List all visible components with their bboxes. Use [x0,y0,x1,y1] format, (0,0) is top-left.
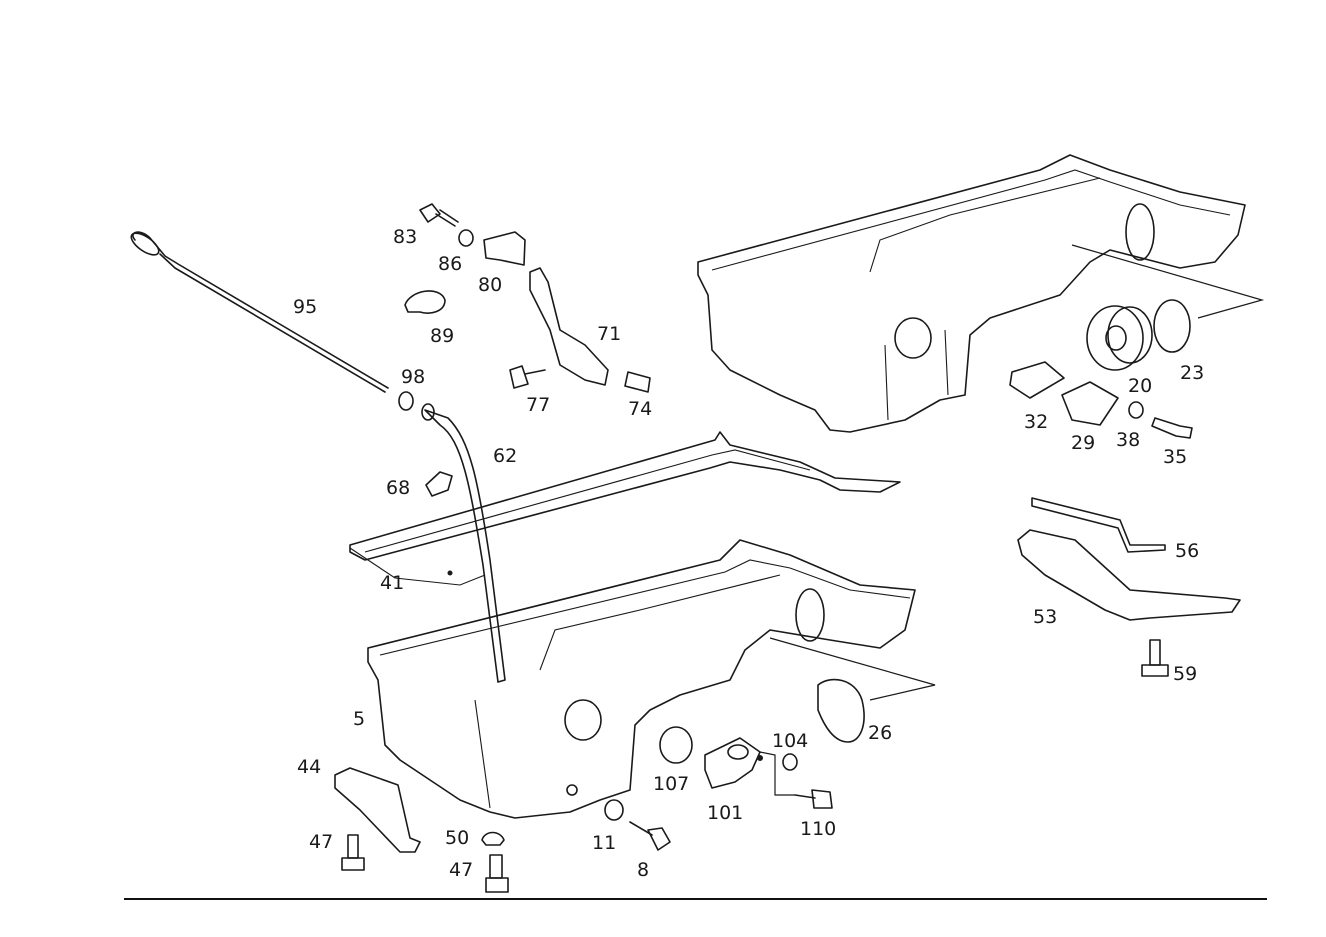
label-47b: 47 [449,859,473,881]
seal-107 [659,726,693,764]
label-101: 101 [707,802,743,824]
label-23: 23 [1180,362,1204,384]
o-ring-23 [1153,299,1191,353]
label-59: 59 [1173,663,1197,685]
label-62: 62 [493,445,517,467]
clip-68 [425,471,453,497]
leader-26 [769,637,936,701]
label-71: 71 [597,323,621,345]
label-38: 38 [1116,429,1140,451]
label-47a: 47 [309,831,333,853]
label-35: 35 [1163,446,1187,468]
label-83: 83 [393,226,417,248]
mark-dot [757,755,763,761]
label-29: 29 [1071,432,1095,454]
bracket-80 [483,231,526,266]
label-26: 26 [868,722,892,744]
label-80: 80 [478,274,502,296]
seal-ring-98 [398,391,414,411]
label-5: 5 [353,708,365,730]
label-53: 53 [1033,606,1057,628]
cover-26 [817,678,865,743]
label-32: 32 [1024,411,1048,433]
label-110: 110 [800,818,836,840]
label-11: 11 [592,832,616,854]
bracket-44 [334,767,421,853]
leader-20-group [1071,244,1265,319]
washer-38 [1128,401,1144,419]
bolt-77 [509,365,546,389]
upper-oil-pan [697,154,1246,433]
label-95: 95 [293,296,317,318]
label-107: 107 [653,773,689,795]
bolt-35 [1151,417,1193,439]
washer-86 [458,229,474,247]
clamp-89 [404,290,446,314]
screw-83 [419,203,459,227]
leader-110 [759,751,795,796]
label-56: 56 [1175,540,1199,562]
filter-housing-20 [1086,305,1153,371]
label-41: 41 [380,572,404,594]
drain-plug-8 [629,821,671,851]
label-50: 50 [445,827,469,849]
label-20: 20 [1128,375,1152,397]
crossmember-53 [1017,529,1241,621]
gasket-41 [349,431,901,586]
housing-101 [704,737,761,789]
guide-tube-62 [421,403,506,683]
gasket-32 [1009,361,1065,399]
label-74: 74 [628,398,652,420]
label-104: 104 [772,730,808,752]
washer-11 [604,799,624,821]
label-77: 77 [526,394,550,416]
bolt-47b [485,854,509,893]
bolt-47a [341,834,365,871]
label-68: 68 [386,477,410,499]
bracket-71 [529,267,609,386]
label-8: 8 [637,859,649,881]
cover-29 [1061,381,1119,426]
clip-50 [481,831,505,846]
dipstick-95 [130,231,389,393]
label-44: 44 [297,756,321,778]
bolt-59 [1141,639,1169,677]
label-98: 98 [401,366,425,388]
oil-pan-5 [367,539,916,819]
label-89: 89 [430,325,454,347]
ring-104 [782,753,798,771]
bracket-56 [1031,497,1166,553]
clip-74 [624,371,651,393]
mark-dot [447,570,453,576]
label-86: 86 [438,253,462,275]
bolt-110 [794,789,833,809]
